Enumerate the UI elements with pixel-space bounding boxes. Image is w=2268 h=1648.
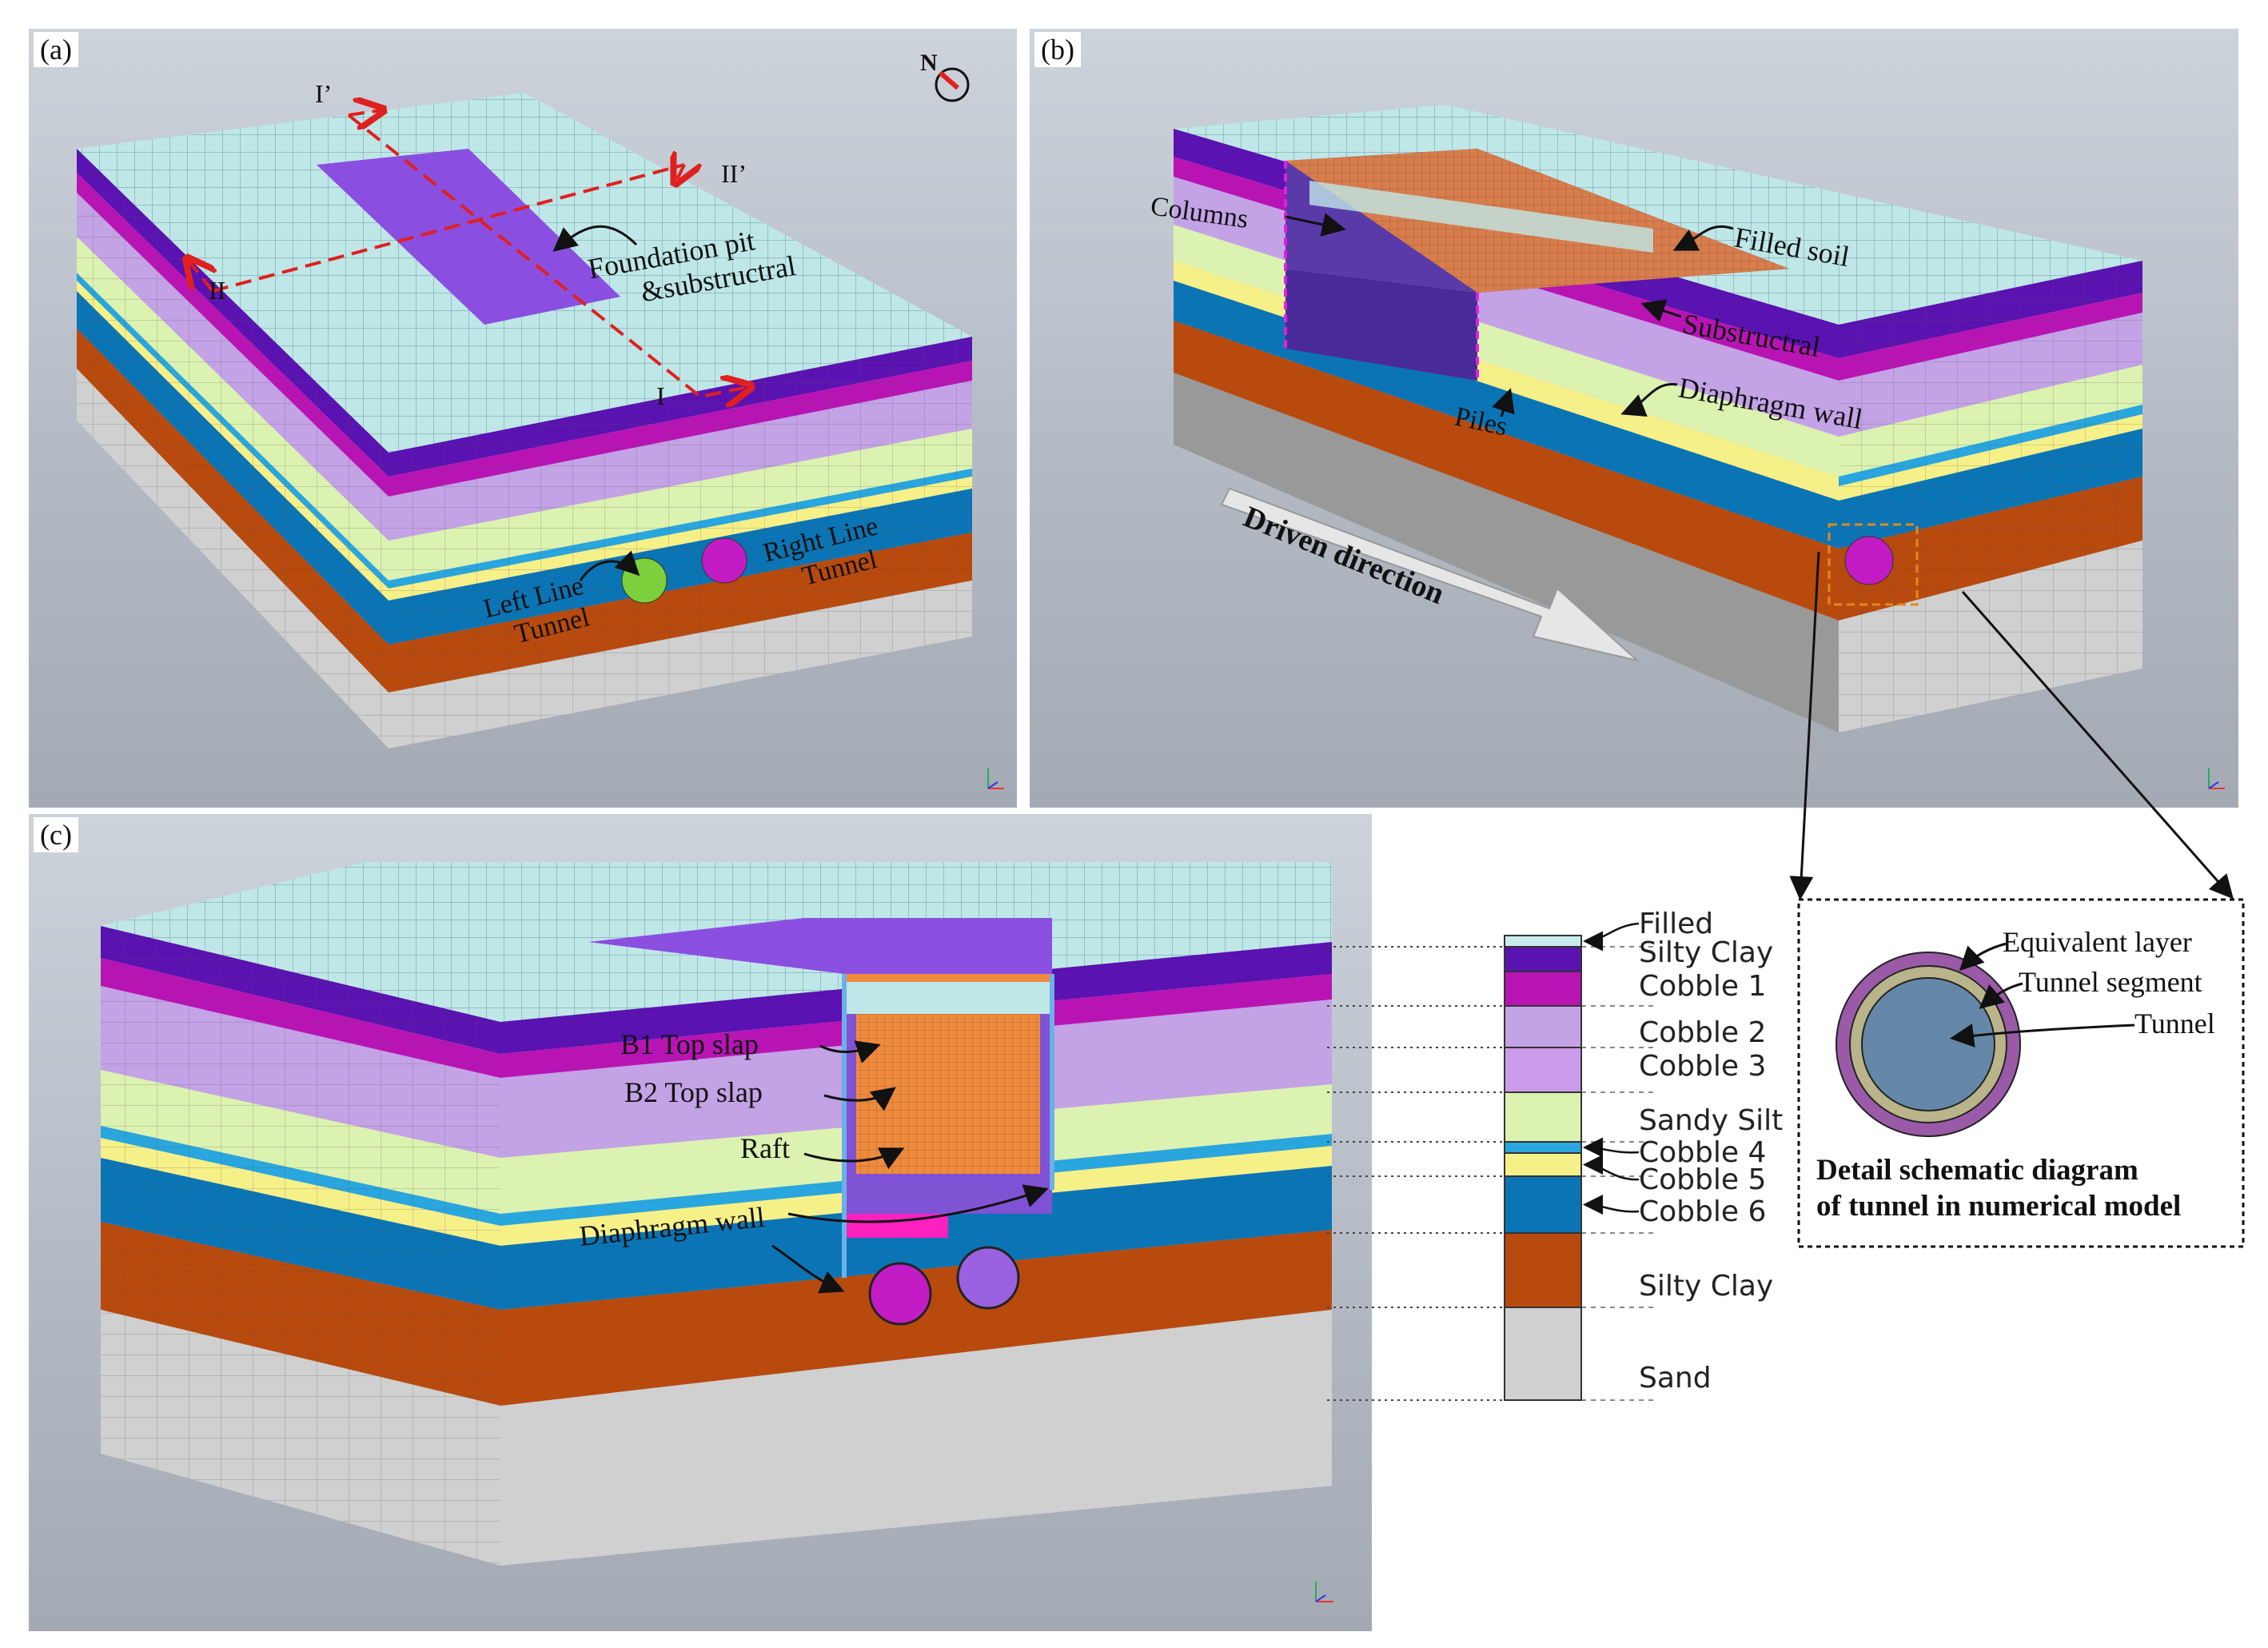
section-lines xyxy=(189,110,748,397)
tunnel xyxy=(1844,536,1894,585)
b2-top-slap-label: B2 Top slap xyxy=(624,1076,763,1108)
detail-title-line-1: Detail schematic diagram xyxy=(1816,1154,2138,1187)
detail-box xyxy=(1797,898,2245,1248)
legend-swatch xyxy=(1504,1141,1582,1154)
right-line-tunnel xyxy=(956,1246,1020,1310)
model-side-left xyxy=(101,926,500,1566)
tunnel-detail-diagram xyxy=(1836,952,2021,1137)
panel-b-model: Driven direction Columns Filled soil Sub… xyxy=(1149,105,2225,789)
legend-swatch xyxy=(1504,1005,1582,1048)
foundation-pit xyxy=(588,918,1052,974)
tunnel-label: Tunnel xyxy=(2134,1008,2215,1039)
panel-b-tag: (b) xyxy=(1034,32,1081,67)
panel-a-tag: (a) xyxy=(34,32,78,67)
model-side-left xyxy=(77,149,389,748)
detail-title-line-2: of tunnel in numerical model xyxy=(1816,1190,2181,1223)
equivalent-layer-label: Equivalent layer xyxy=(2003,926,2192,958)
legend-swatch xyxy=(1504,1091,1582,1143)
legend-label: Cobble 2 xyxy=(1639,1016,1766,1049)
panel-c-tag: (c) xyxy=(34,817,78,852)
raft-label: Raft xyxy=(740,1132,790,1164)
legend-label: Cobble 4 xyxy=(1639,1136,1766,1169)
panel-a: N I’ II’ II I Foundation pit &substructr… xyxy=(29,29,1017,808)
section-i-prime: I’ xyxy=(315,79,332,108)
soil-layer-legend xyxy=(1504,935,1582,1401)
left-line-tunnel xyxy=(868,1262,932,1326)
model-end-face xyxy=(1839,261,2142,732)
panel-a-model: N I’ II’ II I Foundation pit &substructr… xyxy=(77,50,1004,789)
legend-label: Filled xyxy=(1639,908,1713,940)
legend-swatch xyxy=(1504,1307,1582,1401)
model-side-right xyxy=(389,337,972,748)
legend-label: Silty Clay xyxy=(1639,936,1773,969)
legend-label: Cobble 3 xyxy=(1639,1050,1766,1083)
section-ii: II xyxy=(209,276,225,305)
north-compass-icon xyxy=(935,67,970,102)
right-line-tunnel xyxy=(701,537,747,584)
legend-swatch xyxy=(1504,1232,1582,1308)
foundation-pit xyxy=(317,149,620,325)
section-i: I xyxy=(656,381,665,410)
legend-swatch xyxy=(1504,935,1582,948)
panel-c-model: B1 Top slap B2 Top slap Raft Diaphragm w… xyxy=(101,862,1333,1602)
panel-c: B1 Top slap B2 Top slap Raft Diaphragm w… xyxy=(29,814,1372,1631)
legend-label: Sandy Silt xyxy=(1639,1104,1783,1137)
legend-label: Silty Clay xyxy=(1639,1270,1773,1303)
legend-label: Cobble 6 xyxy=(1639,1195,1766,1228)
legend-label: Sand xyxy=(1639,1362,1712,1395)
driven-direction-arrow xyxy=(1220,487,1640,662)
legend-swatch xyxy=(1504,971,1582,1007)
legend-leader-lines xyxy=(1327,946,1655,1401)
tunnel-segment-label: Tunnel segment xyxy=(2019,966,2202,998)
left-line-tunnel xyxy=(621,557,668,604)
legend-label: Cobble 1 xyxy=(1639,970,1766,1003)
panel-b: Driven direction Columns Filled soil Sub… xyxy=(1030,29,2238,808)
legend-swatch xyxy=(1504,1152,1582,1177)
legend-label: Cobble 5 xyxy=(1639,1163,1766,1196)
section-ii-prime: II’ xyxy=(721,159,747,188)
axis-triad-icon xyxy=(1315,1582,1333,1602)
compass-north-label: N xyxy=(920,50,938,76)
b1-top-slap-label: B1 Top slap xyxy=(620,1028,759,1060)
legend-swatch xyxy=(1504,1175,1582,1234)
legend-swatch xyxy=(1504,946,1582,972)
axis-triad-icon xyxy=(2208,768,2225,789)
axis-triad-icon xyxy=(987,768,1004,789)
legend-swatch xyxy=(1504,1047,1582,1093)
